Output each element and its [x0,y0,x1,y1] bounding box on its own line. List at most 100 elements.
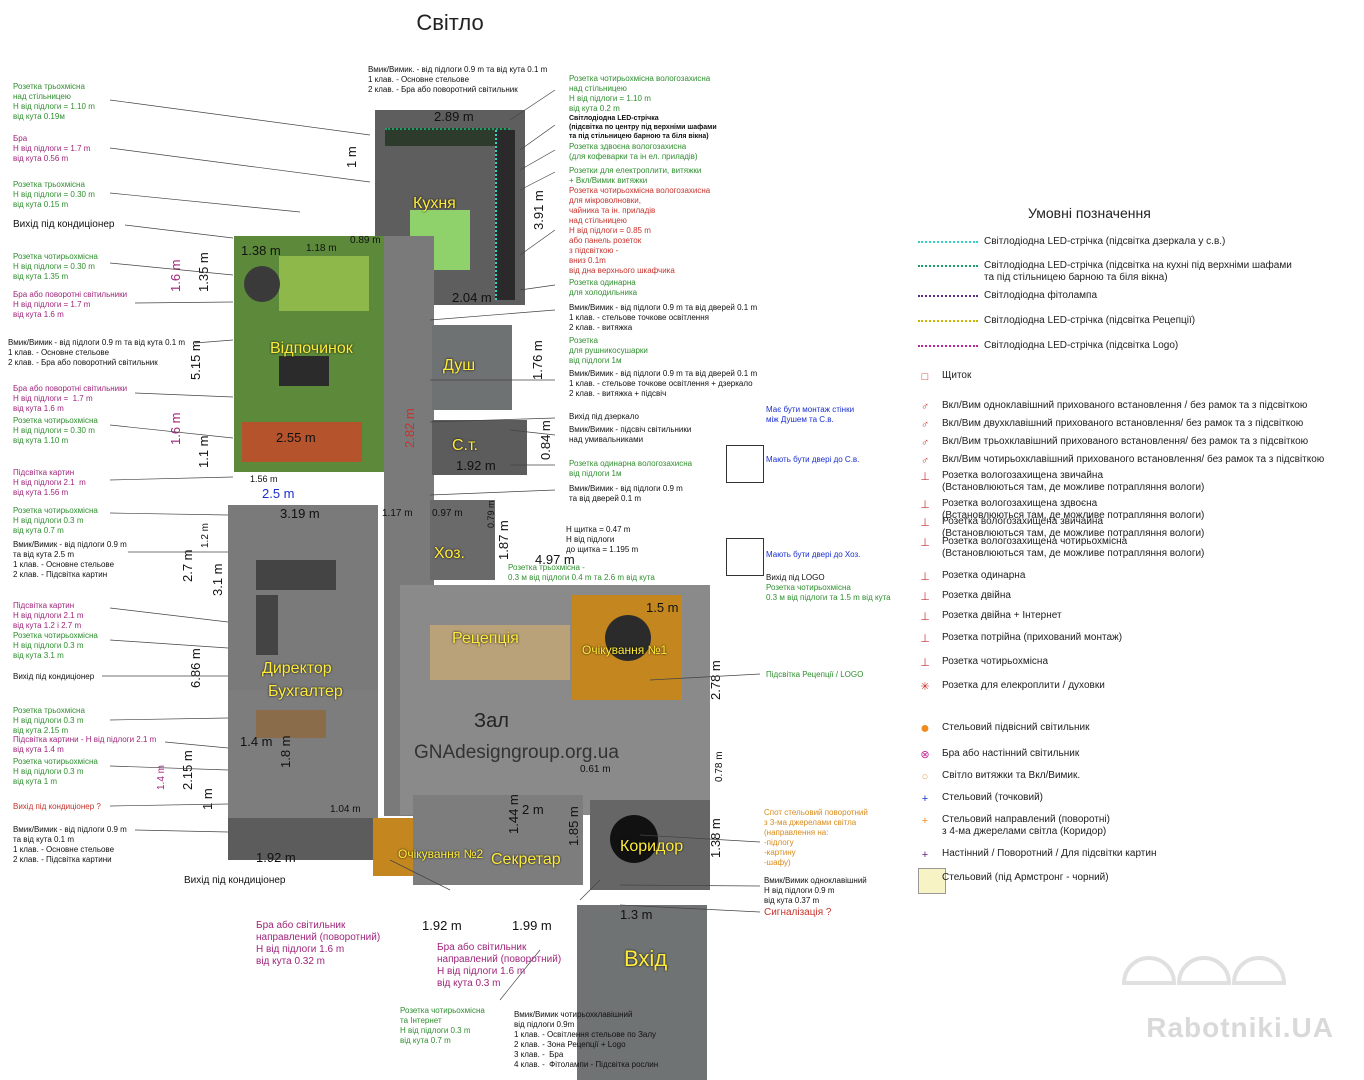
pendant-light-icon: ● [920,720,930,737]
dim-s-192: 1.92 m [422,918,462,933]
socket-wet-double-icon: ⊥ [920,499,930,511]
note-left-8: Розетка чотирьохмісна Н від підлоги = 0.… [13,416,98,445]
socket-double-icon: ⊥ [920,591,930,603]
waiting1-label: Очікування №1 [582,643,668,657]
note-s16: Спот стельовий поворотний з 3-ма джерела… [764,808,868,867]
director-room [228,505,378,690]
wall-picture-light-icon: + [921,849,929,861]
shower-room [432,325,512,410]
dim-s-2: 2 m [522,802,544,817]
dim-c-13: 1.3 m [620,907,653,922]
socket-wet-single-icon: ⊥ [920,471,930,483]
round-table [244,266,280,302]
waiting2-label: Очікування №2 [398,847,484,861]
note-left-5: Бра або поворотні світильники Н від підл… [13,290,128,319]
hood-light-icon: ○ [921,771,929,783]
entrance-room [577,905,707,1080]
leader-lines [102,89,761,1001]
helmet-workers-icon [1121,956,1287,985]
storage-label: Хоз. [434,545,465,562]
dim-r-089: 0.89 m [350,235,381,246]
dim-h-15: 1.5 m [646,600,679,615]
entrance-label: Вхід [624,946,668,971]
led-reception-line [918,320,978,322]
note-s14: Розетка чотирьохмісна 0.3 м від підлоги … [766,583,891,602]
note-left-7: Бра або поворотні світильники Н від підл… [13,384,128,413]
note-s5: Має бути монтаж стінки між Душем та С.в. [766,405,855,424]
dim-st-097: 0.97 m [432,508,463,519]
director-desk [256,560,336,590]
led-mirror-line [918,241,978,243]
note-left-19: Вмик/Вимик - від підлоги 0.9 m та від ку… [13,825,127,864]
kitchen-counter [385,128,510,146]
note-k5: Розетка чотирьохмісна вологозахисна для … [569,186,711,275]
note-b4: Розетка чотирьохмісна та Інтернет Н від … [400,1006,485,1045]
dim-st-117: 1.17 m [382,508,413,519]
switch-1-icon: ♂ [920,401,930,413]
dim-kitchen-w: 2.89 m [434,109,474,124]
note-left-1: Бра Н від підлоги = 1.7 m від кута 0.56 … [13,134,91,163]
note-left-17: Розетка чотирьохмісна Н від підлоги 0.3 … [13,757,98,786]
note-left-12: Підсвітка картин Н від підлоги 2.1 m від… [13,601,84,630]
dim-k-204: 2.04 m [452,290,492,305]
note-b3: Бра або світильник направлений (поворотн… [437,942,562,989]
accountant-label: Бухгалтер [268,683,343,700]
note-left-18: Вихід під кондиціонер ? [13,802,101,811]
note-s7: Розетка одинарна вологозахисна від підло… [569,459,693,478]
note-s4: Вихід під дзеркало [569,412,639,421]
waiting2-room [373,818,413,876]
note-left-13: Розетка чотирьохмісна Н від підлоги 0.3 … [13,631,98,660]
note-s15: Підсвітка Рецепції / LOGO [766,670,864,679]
socket-wet-single2-icon: ⊥ [920,517,930,529]
socket-double-internet-icon: ⊥ [920,611,930,623]
fitolamp-line [918,295,978,297]
note-s1: Вмик/Вимик - від підлоги 0.9 m та від дв… [569,303,758,332]
dim-s-199: 1.99 m [512,918,552,933]
hall-room [400,585,710,815]
dim-b-192: 1.92 m [256,850,296,865]
directional-light-icon: + [921,815,929,827]
rest-label: Відпочинок [270,340,353,357]
socket-wet-quad-icon: ⊥ [920,537,930,549]
note-left-14: Вихід під кондиціонер [13,672,95,681]
panel-icon: □ [921,371,929,383]
wc-door-symbol [726,445,764,483]
hall-label: Зал [474,710,509,732]
led-logo-line [918,345,978,347]
led-kitchen-line [918,265,978,267]
note-left-4: Розетка чотирьохмісна Н від підлоги = 0.… [13,252,98,281]
dim-h-061: 0.61 m [580,764,611,775]
storage-door-symbol [726,538,764,576]
site-label: GNAdesigngroup.org.ua [414,742,619,763]
spot-light-icon: + [921,793,929,805]
dim-d-319: 3.19 m [280,506,320,521]
note-k1: Розетка чотирьохмісна вологозахисна над … [569,74,711,113]
meeting-table [256,595,278,655]
sofa-red [242,422,362,462]
note-k3: Розетка здвоєна вологозахисна (для кофев… [569,142,698,161]
dim-wc-192: 1.92 m [456,458,496,473]
note-left-16: Підсвітка картини - Н від підлоги 2.1 m … [13,735,157,754]
note-left-9: Підсвітка картин Н від підлоги 2.1 m від… [13,468,86,497]
kitchen-cabinet [495,130,515,300]
dim-r-255: 2.55 m [276,430,316,445]
note-s2: Розетка для рушникосушарки від підлоги 1… [569,336,648,365]
note-b5: Вмик/Вимик чотирьохклавішний від підлоги… [514,1010,659,1069]
rest-room [234,236,384,472]
note-s11: Мають бути двері до Хоз. [766,550,861,559]
dim-d-25: 2.5 m [262,486,295,501]
note-k4: Розетки для електроплити, витяжки + Вкл/… [569,166,702,185]
director-label: Директор [262,660,332,677]
dim-r-156: 1.56 m [250,474,278,484]
socket-single-icon: ⊥ [920,571,930,583]
waiting1-table [605,615,651,661]
reception-label: Рецепція [452,630,519,647]
note-b2: Бра або світильник направлений (поворотн… [256,920,381,967]
socket-stove-icon: ✳ [920,681,930,693]
note-k2: Світлодіодна LED-стрічка (підсвітка по ц… [569,115,717,140]
wc-label: С.т. [452,437,478,454]
note-s9: Вмик/Вимик - від підлоги 0.9 m та від дв… [569,484,683,503]
socket-quad-icon: ⊥ [920,657,930,669]
wc-room [432,420,527,475]
note-s3: Вмик/Вимик - від підлоги 0.9 m та від дв… [569,369,758,398]
